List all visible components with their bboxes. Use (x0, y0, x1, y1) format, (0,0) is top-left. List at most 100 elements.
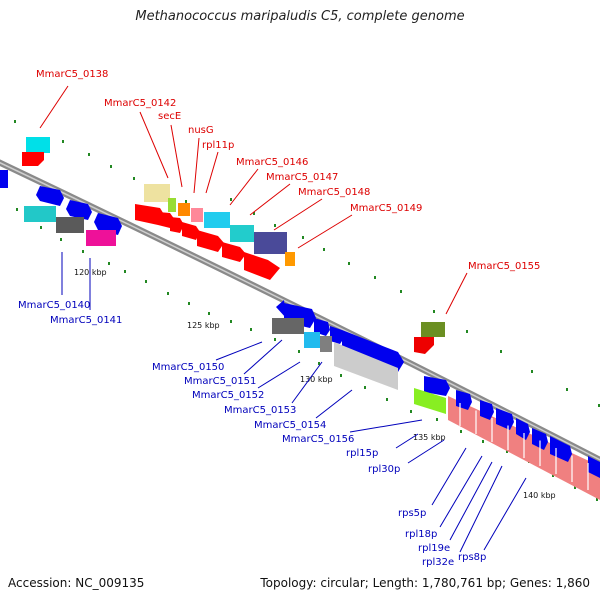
callout-line (449, 461, 493, 541)
fwd-red-5[interactable] (197, 230, 224, 252)
rev-blue-3[interactable] (94, 213, 122, 235)
reverse-gene-label[interactable]: MmarC5_0151 (184, 376, 256, 387)
rev-blue-16[interactable] (588, 456, 600, 478)
gene-green[interactable] (168, 198, 176, 212)
forward-gene-label[interactable]: MmarC5_0138 (36, 69, 108, 80)
tick-mark (133, 177, 135, 180)
forward-gene-label[interactable]: rpl11p (202, 140, 234, 151)
fwd-red-3[interactable] (170, 217, 184, 233)
callout-line (483, 477, 527, 551)
gene-olive[interactable] (421, 322, 445, 337)
scale-ticks (14, 120, 600, 501)
tick-mark (318, 362, 320, 365)
rev-blue-13[interactable] (516, 418, 530, 440)
tick-mark (574, 486, 576, 489)
rev-lime[interactable] (414, 388, 446, 414)
gene-navy[interactable] (254, 232, 287, 254)
forward-gene-label[interactable]: nusG (188, 125, 214, 136)
gene-cyan-a[interactable] (204, 212, 230, 228)
forward-gene-label[interactable]: MmarC5_0149 (350, 203, 422, 214)
rev-blue-12[interactable] (496, 408, 514, 430)
fwd-red-1[interactable] (135, 204, 165, 225)
callouts: MmarC5_0138MmarC5_0142secEnusGrpl11pMmar… (18, 69, 540, 568)
tick-mark (323, 248, 325, 251)
fwd-red-4[interactable] (182, 222, 200, 240)
forward-gene-label[interactable]: MmarC5_0147 (266, 172, 338, 183)
tick-mark (62, 140, 64, 143)
fwd-red-7[interactable] (244, 252, 280, 280)
tick-mark (566, 388, 568, 391)
reverse-gene-label[interactable]: rpl15p (346, 448, 378, 459)
reverse-gene-label[interactable]: MmarC5_0153 (224, 405, 296, 416)
reverse-gene-label[interactable]: MmarC5_0154 (254, 420, 326, 431)
reverse-gene-label[interactable]: MmarC5_0156 (282, 434, 354, 445)
forward-gene-label[interactable]: MmarC5_0155 (468, 261, 540, 272)
forward-gene-label[interactable]: MmarC5_0148 (298, 187, 370, 198)
rev-magenta[interactable] (86, 230, 116, 246)
reverse-gene-label[interactable]: rps8p (458, 552, 486, 563)
gene-cyan-0138[interactable] (26, 137, 50, 153)
callout-line (291, 361, 323, 404)
tick-mark (500, 350, 502, 353)
rev-blue-4[interactable] (276, 300, 286, 318)
fwd-red-6[interactable] (222, 242, 246, 262)
callout-line (139, 111, 169, 179)
tick-mark (110, 165, 112, 168)
tick-mark (167, 292, 169, 295)
genome-summary: Topology: circular; Length: 1,780,761 bp… (260, 576, 590, 590)
gene-orange[interactable] (178, 203, 190, 216)
callout-line (431, 447, 467, 506)
rev-grey-2[interactable] (272, 318, 304, 334)
tick-mark (230, 198, 232, 201)
gene-orange-b[interactable] (285, 252, 295, 266)
reverse-gene-label[interactable]: rpl30p (368, 464, 400, 475)
forward-gene-label[interactable]: MmarC5_0142 (104, 98, 176, 109)
rev-blue-14[interactable] (532, 428, 548, 450)
callout-line (395, 433, 419, 449)
tick-mark (185, 200, 187, 203)
reverse-gene-label[interactable]: rpl32e (422, 557, 454, 568)
rev-blue-2[interactable] (66, 200, 92, 220)
gene-red-0138[interactable] (22, 152, 44, 166)
gene-red-0155[interactable] (414, 337, 434, 354)
tick-mark (208, 312, 210, 315)
reverse-gene-label[interactable]: MmarC5_0141 (50, 315, 122, 326)
tick-mark (230, 320, 232, 323)
forward-gene-label[interactable]: MmarC5_0146 (236, 157, 308, 168)
forward-genes-row2 (135, 204, 280, 280)
rev-blue-edge[interactable] (0, 170, 8, 188)
reverse-gene-label[interactable]: rpl18p (405, 529, 437, 540)
tick-mark (250, 328, 252, 331)
gene-pink[interactable] (191, 208, 203, 222)
forward-gene-label[interactable]: secE (158, 111, 181, 122)
reverse-gene-label[interactable]: rps5p (398, 508, 426, 519)
rev-blue-1[interactable] (36, 186, 64, 206)
scale-label: 130 kbp (300, 375, 333, 384)
rev-lightgrey[interactable] (334, 342, 398, 390)
callout-line (215, 341, 263, 361)
scale-label: 135 kbp (413, 433, 446, 442)
reverse-gene-label[interactable]: MmarC5_0140 (18, 300, 90, 311)
gene-yellow[interactable] (144, 184, 170, 202)
rev-cyan-2[interactable] (304, 332, 320, 348)
rev-blue-6[interactable] (314, 318, 330, 336)
reverse-gene-label[interactable]: MmarC5_0152 (192, 390, 264, 401)
gene-teal[interactable] (230, 225, 254, 242)
reverse-gene-label[interactable]: rpl19e (418, 543, 450, 554)
tick-mark (340, 374, 342, 377)
rev-grey-3[interactable] (320, 336, 332, 352)
tick-mark (433, 310, 435, 313)
tick-mark (466, 330, 468, 333)
rev-blue-7[interactable] (330, 326, 344, 344)
rev-blue-8[interactable] (342, 330, 404, 372)
rev-blue-9[interactable] (424, 376, 450, 396)
tick-mark (274, 338, 276, 341)
callout-line (39, 85, 69, 129)
rev-blue-11[interactable] (480, 400, 494, 420)
tick-mark (188, 302, 190, 305)
tick-mark (596, 498, 598, 501)
rev-teal[interactable] (24, 206, 56, 222)
reverse-gene-label[interactable]: MmarC5_0150 (152, 362, 224, 373)
rev-grey[interactable] (56, 217, 84, 233)
